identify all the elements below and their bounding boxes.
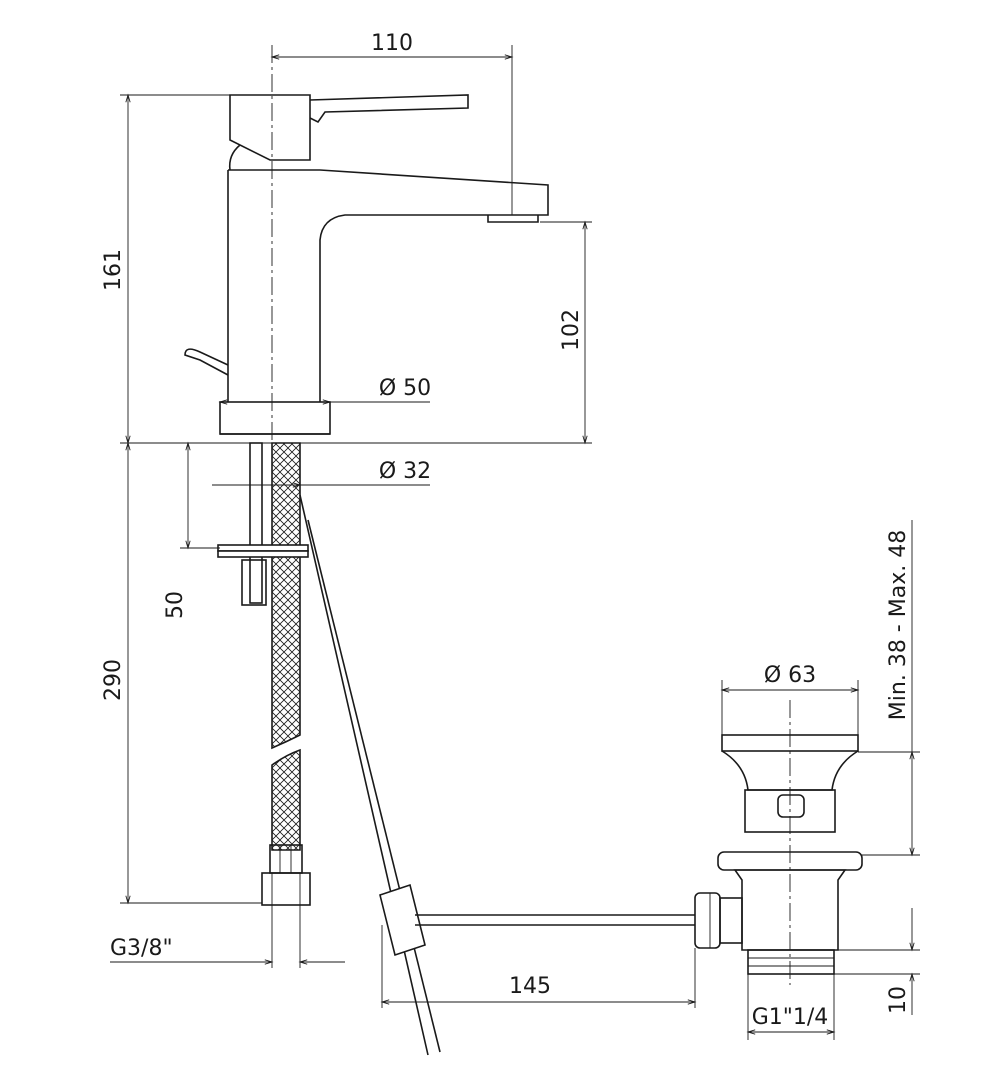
dim-waste-range: Min. 38 - Max. 48 [886,530,911,720]
dim-total-height: 161 [101,249,126,291]
dim-hose-length: 290 [101,659,126,701]
dim-base-diameter: Ø 50 [379,376,431,401]
dim-rod-reach: 145 [509,974,551,999]
waste-valve [694,734,863,975]
dim-spout-height: 102 [559,309,584,351]
dim-spout-reach: 110 [371,31,413,56]
dim-hose-thread: G3/8" [110,936,173,961]
dim-rod-length: 50 [163,591,188,619]
dim-waste-diameter: Ø 63 [764,663,816,688]
dim-hole-diameter: Ø 32 [379,459,431,484]
tap-body [184,94,549,435]
dim-thread-height: 10 [886,986,911,1014]
dimension-lines [110,45,920,1040]
pop-up-rod [299,494,695,1056]
flexible-hose [261,442,311,906]
dim-waste-thread: G1"1/4 [752,1005,829,1030]
